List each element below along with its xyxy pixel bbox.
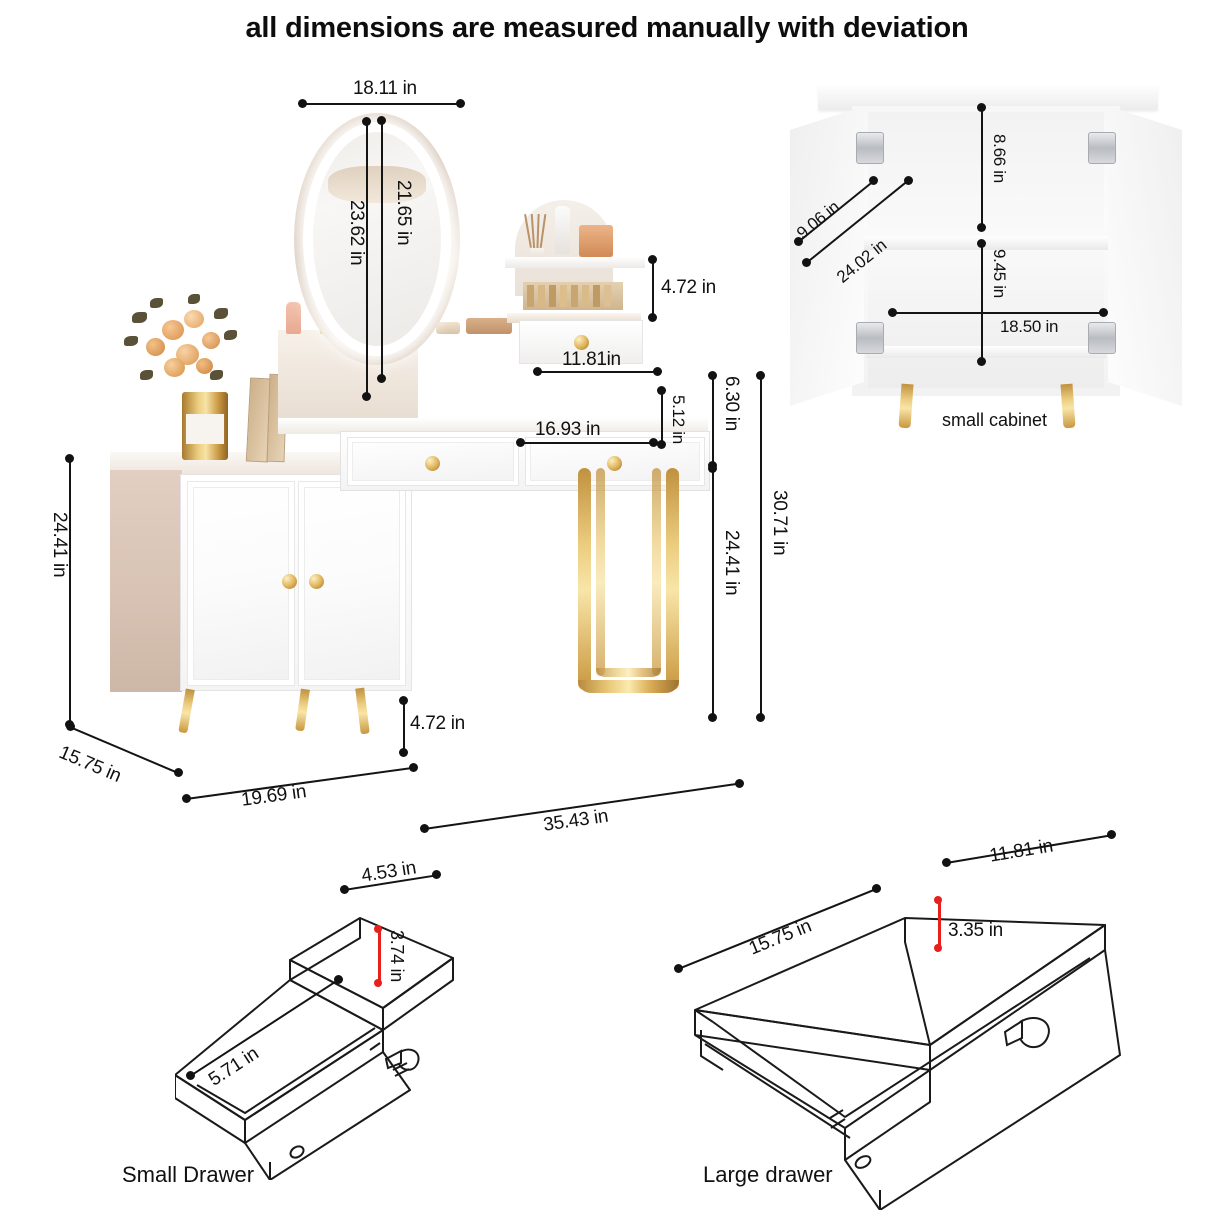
dimline-cabinet-leg-height	[403, 700, 405, 752]
small-cabinet-caption: small cabinet	[942, 410, 1048, 430]
vanity-desk-graphic	[278, 330, 710, 491]
cabinet-knob-left	[282, 574, 297, 589]
dimlabel-desk-total-height: 30.71 in	[769, 490, 790, 556]
organizer-shelf-upper	[505, 257, 645, 268]
dimlabel-drawer-front-height: 5.12 in	[669, 395, 688, 444]
dimlabel-large-drawer-height: 3.35 in	[948, 920, 1003, 941]
cabinet-knob-right	[309, 574, 324, 589]
desk-drawer-knob-right	[607, 456, 622, 471]
organizer-diffuser	[523, 213, 553, 266]
cosmetics-organizer-graphic	[505, 200, 653, 364]
dimline-mirror-total-height	[366, 121, 368, 396]
mirror-glass	[313, 132, 441, 346]
organizer-drawer-knob	[574, 335, 589, 350]
dimlabel-cabinet-depth: 15.75 in	[55, 742, 125, 787]
organizer-shelf-lower	[507, 313, 641, 323]
small-cabinet-leg-left	[898, 383, 914, 429]
large-drawer-sketch	[665, 870, 1145, 1210]
led-oval-mirror-graphic	[294, 113, 460, 365]
dimline-mirror-glass-height	[381, 120, 383, 378]
dimline-desk-leg-height	[712, 468, 714, 717]
dimlabel-desk-leg-height: 24.41 in	[721, 530, 742, 596]
hinge-bottom-right	[1088, 322, 1116, 354]
dimlabel-cabinet-leg-height: 4.72 in	[410, 713, 465, 734]
organizer-drawer-box	[519, 320, 643, 364]
hinge-bottom-left	[856, 322, 884, 354]
small-cabinet-door-right	[1108, 106, 1182, 406]
small-drawer-sketch	[175, 880, 475, 1180]
cabinet-side-panel	[110, 470, 182, 692]
cabinet-leg-1	[178, 688, 195, 734]
side-cabinet-graphic	[110, 452, 412, 735]
dimline-apron-height	[712, 375, 714, 465]
dimline-upper-compartment	[981, 107, 983, 227]
dimlabel-organizer-width: 11.81in	[562, 349, 621, 370]
dimlabel-organizer-height: 4.72 in	[661, 277, 716, 298]
dimline-lower-compartment	[981, 243, 983, 361]
dimline-organizer-width	[537, 371, 657, 373]
organizer-tube	[555, 206, 570, 254]
dimlabel-drawer-front-width: 16.93 in	[535, 419, 601, 440]
dimline-large-drawer-height	[938, 900, 941, 948]
desk-drawer-band	[340, 431, 710, 491]
dimline-small-drawer-height	[378, 929, 381, 983]
small-cabinet-graphic	[790, 84, 1182, 444]
page-title: all dimensions are measured manually wit…	[245, 12, 969, 44]
dimline-mirror-width	[302, 103, 460, 105]
cabinet-door-left	[187, 481, 295, 686]
dimlabel-upper-compartment: 8.66 in	[990, 134, 1009, 183]
small-cabinet-top	[818, 84, 1158, 110]
dimlabel-cabinet-height: 24.41 in	[49, 512, 70, 578]
small-drawer-caption: Small Drawer	[122, 1162, 255, 1187]
cabinet-leg-3	[355, 687, 370, 735]
cabinet-leg-2	[295, 688, 310, 732]
large-drawer-caption: Large drawer	[703, 1162, 833, 1187]
decor-vase	[182, 392, 228, 460]
organizer-lipstick-row	[523, 282, 633, 312]
small-cabinet-back-panel	[868, 112, 1104, 388]
hinge-top-right	[1088, 132, 1116, 164]
dimline-cabinet-height	[69, 458, 71, 724]
decor-flowers	[110, 282, 260, 402]
dimline-drawer-front-height	[661, 390, 663, 444]
dimline-organizer-height	[652, 259, 654, 317]
cabinet-door-frame	[180, 474, 412, 691]
small-cabinet-door-left	[790, 106, 864, 406]
dimlabel-mirror-glass-height: 21.65 in	[393, 180, 414, 246]
desk-gold-leg-graphic	[578, 468, 684, 708]
desk-top-surface	[278, 418, 708, 434]
dimlabel-mirror-width: 18.11 in	[353, 78, 417, 99]
desk-drawer-knob-left	[425, 456, 440, 471]
dimline-interior-width	[892, 312, 1103, 314]
mirror-reflection	[328, 166, 426, 203]
dimlabel-small-drawer-height: 3.74 in	[387, 930, 407, 982]
dimline-drawer-front-width	[520, 442, 653, 444]
dimlabel-mirror-total-height: 23.62 in	[346, 200, 367, 266]
dimlabel-cabinet-width: 19.69 in	[240, 781, 308, 811]
hinge-top-left	[856, 132, 884, 164]
dimline-desk-total-height	[760, 375, 762, 717]
organizer-jar	[579, 225, 613, 257]
dimlabel-lower-compartment: 9.45 in	[990, 249, 1009, 298]
dimlabel-apron-height: 6.30 in	[721, 376, 742, 431]
dimlabel-interior-width: 18.50 in	[1000, 317, 1059, 336]
small-cabinet-shelf-upper	[862, 236, 1110, 250]
small-cabinet-shelf-lower	[866, 346, 1106, 358]
dimlabel-large-drawer-width: 11.81 in	[988, 835, 1055, 867]
